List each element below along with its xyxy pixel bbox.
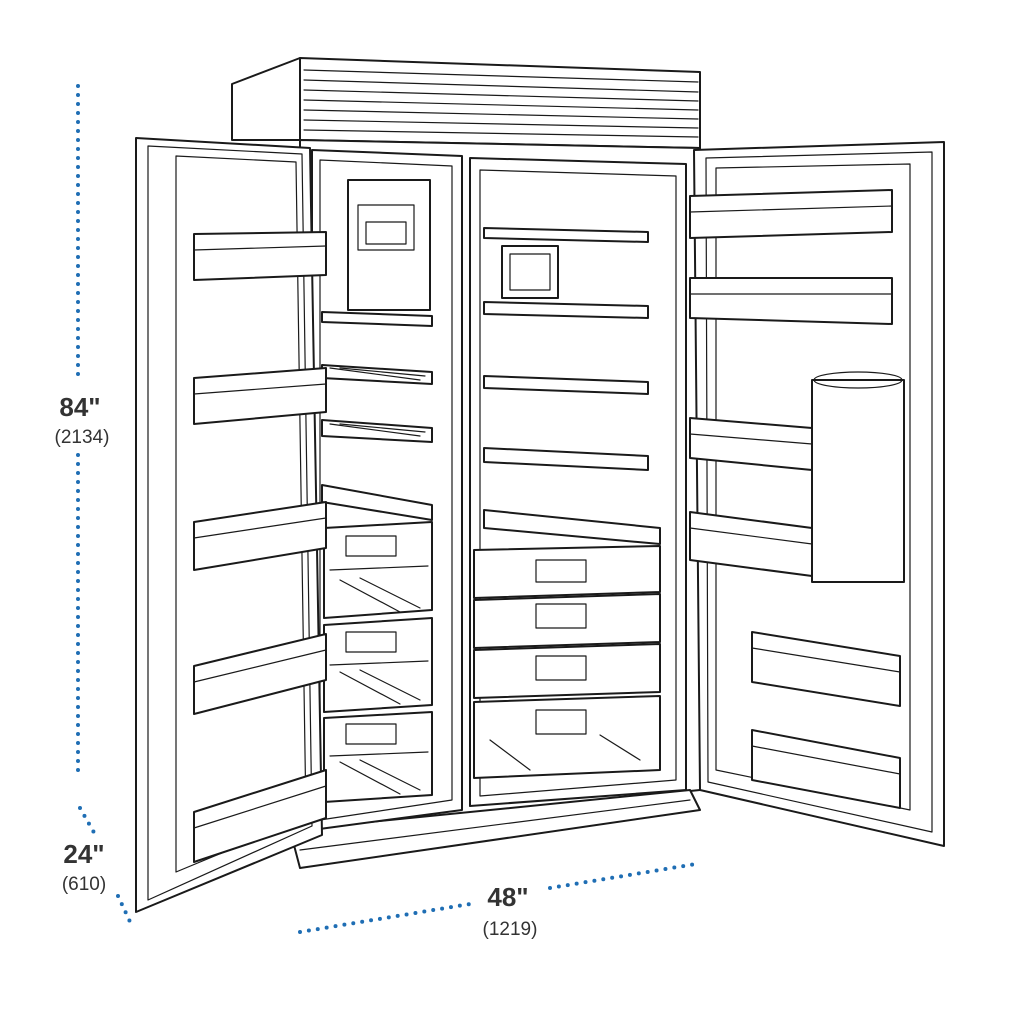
dimension-lines bbox=[76, 84, 698, 934]
height-dimension-label: 84" (2134) bbox=[55, 392, 110, 448]
crisper-drawer bbox=[473, 643, 661, 699]
depth-inches: 24" bbox=[63, 839, 104, 869]
width-inches: 48" bbox=[487, 882, 528, 912]
depth-dimension-line bbox=[78, 806, 98, 838]
depth-dimension-line bbox=[116, 894, 134, 928]
width-dimension-line bbox=[298, 902, 472, 934]
freezer-basket bbox=[323, 711, 433, 803]
door-bin bbox=[689, 189, 893, 239]
depth-dimension-label: 24" (610) bbox=[62, 839, 106, 895]
water-dispenser bbox=[501, 245, 559, 299]
width-dimension-label: 48" (1219) bbox=[483, 882, 538, 940]
left-door bbox=[135, 137, 327, 913]
top-grille bbox=[231, 57, 701, 149]
crisper-drawer bbox=[473, 593, 661, 649]
ice-maker bbox=[347, 179, 431, 311]
door-bin bbox=[193, 367, 327, 425]
refrigerator-illustration bbox=[135, 57, 945, 913]
door-bin bbox=[689, 277, 893, 325]
width-dimension-line bbox=[548, 862, 698, 890]
door-bin bbox=[193, 501, 327, 571]
freezer-compartment bbox=[311, 149, 463, 831]
height-inches: 84" bbox=[59, 392, 100, 422]
crisper-drawer bbox=[473, 545, 661, 599]
door-bin bbox=[193, 633, 327, 715]
door-dispenser-housing bbox=[811, 379, 905, 583]
depth-mm: (610) bbox=[62, 874, 106, 895]
refrigerator-compartment bbox=[469, 157, 687, 807]
door-bin bbox=[751, 631, 901, 707]
right-door bbox=[689, 141, 945, 847]
door-bin bbox=[751, 729, 901, 809]
width-mm: (1219) bbox=[483, 919, 538, 940]
crisper-drawer bbox=[473, 695, 661, 779]
height-mm: (2134) bbox=[55, 427, 110, 448]
door-bin bbox=[193, 231, 327, 281]
freezer-basket bbox=[323, 617, 433, 713]
freezer-basket bbox=[323, 521, 433, 619]
door-bin bbox=[193, 769, 327, 863]
